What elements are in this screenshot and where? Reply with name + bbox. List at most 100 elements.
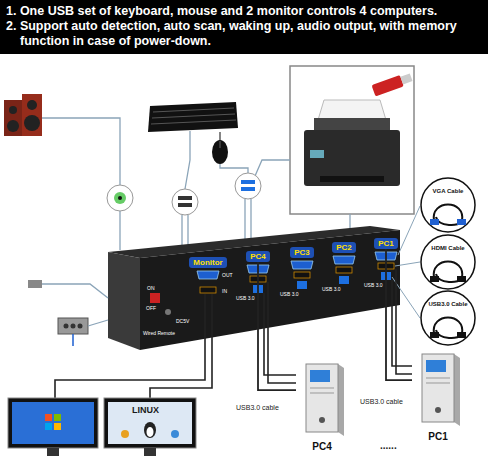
remote-device [28,280,108,346]
peripheral-cable-part [244,199,245,241]
switch-label: OFF [146,305,156,311]
printer-inset-part [304,130,400,186]
tower-front [306,364,338,432]
cable-circle: VGA Cable [420,177,476,233]
printer-inset-part [290,66,414,214]
kvm-switch-part [108,252,140,350]
drive-slot [426,378,450,379]
mouse-icon [212,132,228,164]
port-tab: PC2 [332,242,356,253]
computer-tower: PC4 [296,362,348,456]
usb-port-part [339,276,349,284]
printer-inset [290,66,414,214]
mouse-icon-part [212,140,228,164]
hdmi-port-part [200,287,216,293]
keyboard-icon-part [148,102,238,132]
drive-slot [426,383,450,384]
kvm-switch-part [140,230,400,350]
peripheral-cable-part [42,118,120,185]
port-label: IN [222,288,227,294]
speaker-icon-part [4,100,22,136]
drive-slot [310,393,334,394]
port-tab: Monitor [189,257,226,268]
monitor-right-part [121,430,129,438]
plug-icon [457,332,466,338]
plug-icon [430,332,439,338]
vga-port-part [291,261,313,269]
connector-icon-part [235,173,261,199]
monitor-right-part [104,398,196,448]
computer-label: PC4 [296,441,348,453]
remote-device-part [71,324,76,329]
kvm-switch-part [165,309,171,315]
plug-icon [430,219,439,225]
port-tab: PC4 [246,251,270,262]
vga-port-part [197,271,219,279]
peripheral-cable-part [220,164,248,173]
hdmi-port-part [294,272,310,278]
cable-name: VGA Cable [420,188,476,195]
circle-outline [420,177,476,233]
peripheral-cable-part [187,215,188,247]
tower-side [338,364,344,436]
speaker-icon-part [9,106,17,114]
cable-leader-part [398,206,420,255]
kvm-switch-part [150,293,160,303]
screen-label: LINUX [132,405,159,415]
monitor-left-part [47,448,59,456]
connector-icon-part [241,187,255,191]
remote-device-part [88,320,108,326]
speaker-icon [4,94,42,136]
speaker-icon-part [7,120,19,132]
hdmi-port [200,263,394,293]
monitor-left-part [8,398,98,448]
speaker-icon-part [24,115,40,131]
tower-display [426,360,446,372]
printer-inset-part-part [372,75,404,97]
kvm-switch [108,226,400,350]
tab-text: PC1 [378,239,394,248]
hdmi-port-part [336,267,352,273]
computer-tower: PC1 [412,352,464,446]
peripheral-cable [42,118,350,250]
printer-inset-part [318,100,386,120]
pc-cable-part [268,282,296,383]
tower-side [454,354,460,426]
plug-icon [430,276,439,282]
monitor-left-part [45,423,52,430]
tower-icon [412,352,464,428]
monitor-right [104,398,196,456]
mouse-icon-part [219,132,220,141]
keyboard-icon-part [151,120,236,124]
connector-icon-part [114,192,126,204]
remote-device-part [72,334,74,346]
peripheral-cable-part [181,215,182,247]
monitor-left-part [45,414,52,421]
pc-cable-part [392,280,412,366]
drive-slot [310,388,334,389]
connector-icon-part [107,185,133,211]
cable-connector [386,249,412,380]
monitor-cable [55,294,212,398]
vga-port-part [333,256,355,264]
monitor-right-part [171,430,179,438]
port-label: USB 3.0 [236,295,255,301]
peripheral-cable-part [119,211,120,250]
plug-icon [457,276,466,282]
monitor-right-part [144,448,156,456]
power-label: DC5V [176,318,189,324]
peripheral-cable-part [185,131,190,189]
port-tab: PC3 [290,247,314,258]
tower-icon [296,362,348,438]
circle-outline [420,290,476,346]
monitor-cable-part [150,294,212,398]
cable-name: HDMI Cable [420,245,476,252]
cable-circle: USB3.0 Cable [420,290,476,346]
peripheral-cable-part [255,160,290,176]
plug-icon [457,219,466,225]
cable-leader-part [395,262,420,266]
port-label: OUT [222,272,233,278]
printer-inset-part-part [400,73,412,84]
